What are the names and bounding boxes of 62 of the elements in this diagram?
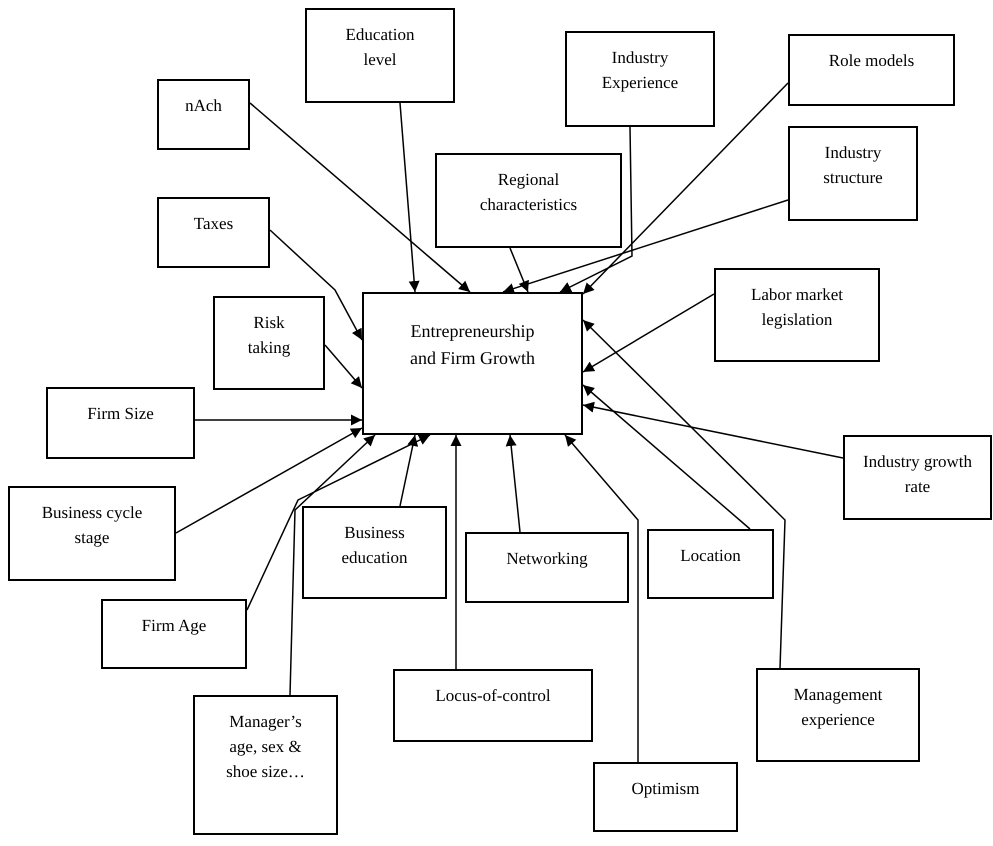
box-label: Entrepreneurship and Firm Growth [409, 320, 536, 370]
factor-box [46, 387, 195, 459]
box-label: Location [680, 545, 741, 567]
box-label: Locus-of-control [435, 685, 551, 707]
factor-box [593, 762, 738, 832]
box-label: Firm Size [87, 403, 154, 425]
box-label: Industry Experience [600, 47, 680, 94]
factor-box [435, 153, 622, 248]
arrow [502, 199, 788, 294]
arrow [582, 384, 750, 530]
factor-box [213, 296, 325, 390]
arrow [270, 229, 363, 340]
factor-box [393, 669, 593, 742]
factor-box [101, 599, 247, 669]
box-label: Firm Age [142, 615, 206, 637]
arrow [582, 293, 714, 373]
arrow [509, 248, 529, 292]
factor-box [302, 506, 447, 599]
arrow [246, 434, 430, 610]
arrow [560, 126, 633, 293]
factor-box [843, 435, 992, 520]
box-label: Industry structure [822, 142, 884, 189]
box-label: Education level [344, 24, 416, 71]
factor-box [465, 532, 629, 603]
arrow [289, 434, 376, 696]
box-label: nAch [185, 95, 222, 117]
box-label: Regional characteristics [478, 169, 578, 216]
factor-box [756, 668, 920, 762]
box-label: Role models [828, 50, 914, 72]
arrow [399, 102, 420, 292]
box-label: Optimism [631, 778, 700, 800]
arrow [324, 344, 363, 388]
arrow [582, 82, 789, 295]
box-label: Management experience [792, 684, 884, 731]
factor-box [157, 79, 250, 150]
box-label: Manager’s age, sex & shoe size… [225, 711, 306, 783]
arrow [195, 414, 362, 426]
arrow [450, 435, 462, 669]
box-label: Risk taking [246, 312, 292, 359]
factor-box [647, 529, 774, 599]
arrow [506, 434, 521, 532]
arrow [250, 102, 470, 293]
factor-box [305, 8, 455, 103]
box-label: Labor market legislation [750, 284, 844, 331]
arrow [399, 434, 418, 506]
factor-box [565, 31, 715, 127]
factor-box [8, 486, 176, 581]
box-label: Industry growth rate [862, 451, 972, 498]
box-label: Business cycle stage [40, 502, 144, 549]
factor-box [714, 268, 880, 362]
box-label: Networking [506, 548, 588, 570]
arrow [582, 402, 844, 459]
arrow [582, 319, 786, 668]
factor-box [193, 695, 338, 835]
box-label: Taxes [194, 213, 234, 235]
factor-box [157, 197, 270, 268]
factor-box [788, 126, 918, 221]
arrow [564, 434, 639, 762]
box-label: Business education [340, 522, 409, 569]
factor-box [788, 34, 955, 106]
central-box [362, 292, 583, 435]
arrow [176, 427, 362, 534]
